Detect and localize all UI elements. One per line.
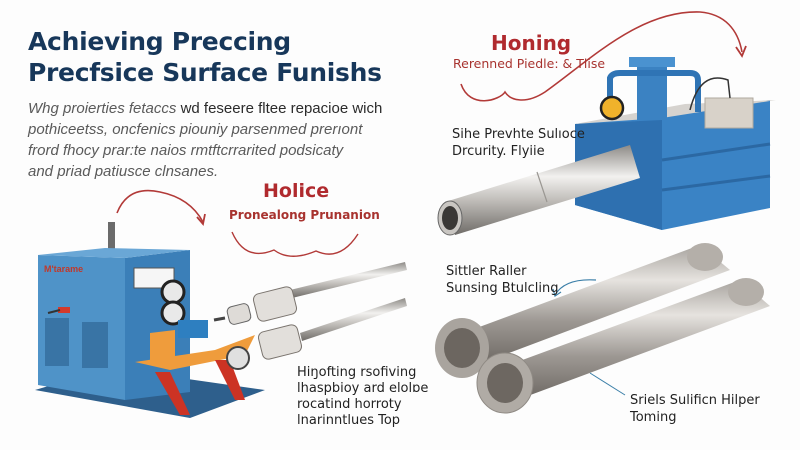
honing-machine xyxy=(575,57,776,230)
roller-callout-arrowhead xyxy=(552,288,562,297)
holice-label: Hiŋofting rsofiving lhaspbioy ard elolɒe… xyxy=(297,365,428,429)
holice-arrowhead xyxy=(196,213,206,226)
roller-top-label-line-2: Sunsing Btulcling xyxy=(446,281,559,296)
holice-label-line-3: rocatind horroty xyxy=(297,397,402,412)
title-line-1: Achieving Preccing xyxy=(28,27,291,56)
holice-machine xyxy=(35,222,265,418)
honing-arrow xyxy=(460,11,743,102)
holice-wave xyxy=(231,231,359,257)
intro-paragraph: Whg proierties fetaccs wd feseere fltee … xyxy=(28,98,398,182)
roller-top-label-line-1: Sittler Raller xyxy=(446,264,527,279)
honing-title: Honing xyxy=(491,31,572,55)
holice-label-line-4: lnarinntlues Top xyxy=(297,413,401,428)
intro-line-1-italic: Whg proierties fetaccs xyxy=(28,100,181,117)
title-line-2: Precfsice Surface Funishs xyxy=(28,58,382,87)
honing-subtitle: Rerenned Piedle: & Tlise xyxy=(453,56,606,71)
holice-label-line-2: lhaspbioy ard elolɒe xyxy=(297,381,429,396)
holice-title: Holice xyxy=(263,180,330,202)
intro-line-1-bold: wd feseere fltee repacioe wich xyxy=(180,100,383,117)
honing-arrowhead xyxy=(735,45,747,58)
page-title: Achieving Preccing Precfsice Surface Fun… xyxy=(28,26,382,88)
holice-rods xyxy=(213,262,407,360)
honing-tube xyxy=(437,145,640,236)
intro-line-3: frord fhocy prar:te naios rmtftcrrarited… xyxy=(28,142,344,159)
holice-label-line-1: Hiŋofting rsofiving xyxy=(297,365,417,380)
roller-bottom-label-line-1: Sriels Sulificn Hilper xyxy=(630,393,760,408)
honing-label: Sihe Prevhte Sulıoce Drcurity. Flyiie xyxy=(452,126,585,160)
roller-top-label: Sittler Raller Sunsing Btulcling xyxy=(446,263,558,297)
roller-callout-line xyxy=(589,372,626,396)
honing-label-line-1: Sihe Prevhte Sulıoce xyxy=(452,127,585,142)
holice-arrow xyxy=(116,189,204,223)
roller-pair xyxy=(435,243,770,414)
roller-bottom-label: Sriels Sulificn Hilper Toming xyxy=(630,392,760,426)
intro-line-4: and priad patiusce clnsanes. xyxy=(28,163,219,180)
roller-callout-arc xyxy=(554,279,597,296)
machine-brand-label: M'tarame xyxy=(44,264,84,274)
roller-bottom-label-line-2: Toming xyxy=(630,410,677,425)
holice-subtitle: Pronealong Prunanion xyxy=(229,208,380,222)
intro-line-2: pothiceetss, oncfenics piouniy parsenmed… xyxy=(28,121,363,138)
honing-label-line-2: Drcurity. Flyiie xyxy=(452,144,545,159)
